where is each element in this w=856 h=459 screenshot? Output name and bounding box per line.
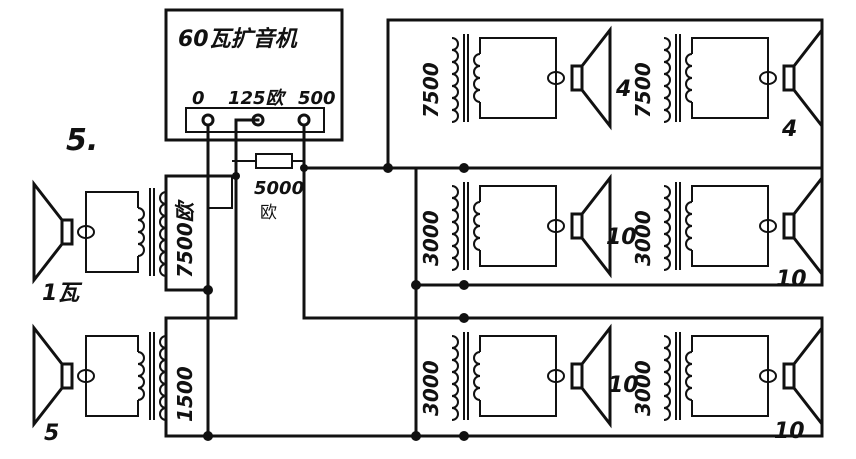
junction-dot — [203, 285, 213, 295]
transformer-label: 1500 — [173, 366, 197, 422]
speaker-rating: 10 — [776, 267, 807, 292]
unit-left-bottom: 1500 5 — [32, 323, 197, 446]
junction-dot — [411, 431, 421, 441]
junction-dot — [411, 280, 421, 290]
junction-dot — [203, 431, 213, 441]
transformer-label: 3000 — [631, 210, 655, 266]
resistor-value: 5000 — [254, 178, 304, 199]
speaker-rating: 4 — [615, 77, 631, 102]
left-bus — [164, 174, 238, 438]
transformer-label: 3000 — [419, 360, 443, 416]
unit-r3-b-speaker — [782, 323, 824, 429]
unit-left-top: 7500欧 1瓦 — [32, 179, 197, 306]
junction-dot — [459, 431, 469, 441]
unit-r3-a-speaker — [570, 323, 612, 429]
speaker-rating: 4 — [781, 117, 797, 142]
speaker-rating: 10 — [606, 225, 637, 250]
unit-r3-a: 3000 10 — [419, 323, 639, 429]
unit-r2-b-speaker — [782, 173, 824, 279]
speaker-rating: 10 — [608, 373, 639, 398]
transformer-label: 3000 — [419, 210, 443, 266]
unit-left-top-speaker — [32, 179, 74, 285]
resistor-unit: 欧 — [260, 203, 277, 223]
unit-r1-a: 7500 4 — [419, 25, 631, 131]
junction-dot — [232, 172, 240, 180]
unit-r2-b: 3000 10 — [631, 173, 824, 292]
unit-r2-a-speaker — [570, 173, 612, 279]
transformer-label: 7500 — [419, 62, 443, 118]
unit-r3-b: 3000 10 — [631, 323, 824, 444]
transformer-label: 7500欧 — [173, 198, 197, 278]
speaker-rating: 5 — [44, 421, 59, 446]
unit-r2-a: 3000 10 — [419, 173, 637, 279]
junction-dot — [383, 163, 393, 173]
junction-dot — [459, 313, 469, 323]
amplifier-title: 60瓦扩音机 — [178, 26, 299, 52]
junction-dots — [203, 163, 469, 441]
unit-r1-b: 7500 4 — [631, 25, 824, 142]
junction-dot — [459, 163, 469, 173]
terminal-label-500: 500 — [298, 88, 336, 109]
junction-dot — [459, 280, 469, 290]
unit-r1-b-speaker — [782, 25, 824, 131]
figure-number: 5. — [66, 123, 98, 158]
terminal-label-0: 0 — [192, 88, 205, 109]
terminal-label-125: 125欧 — [228, 88, 287, 109]
unit-r1-a-speaker — [570, 25, 612, 131]
speaker-rating: 10 — [774, 419, 805, 444]
unit-left-bottom-speaker — [32, 323, 74, 429]
resistor-5000: 5000 欧 — [232, 153, 304, 223]
transformer-label: 3000 — [631, 360, 655, 416]
junction-dot — [300, 164, 308, 172]
right-bus — [164, 18, 824, 438]
speaker-rating: 1瓦 — [42, 281, 83, 306]
transformer-label: 7500 — [631, 62, 655, 118]
